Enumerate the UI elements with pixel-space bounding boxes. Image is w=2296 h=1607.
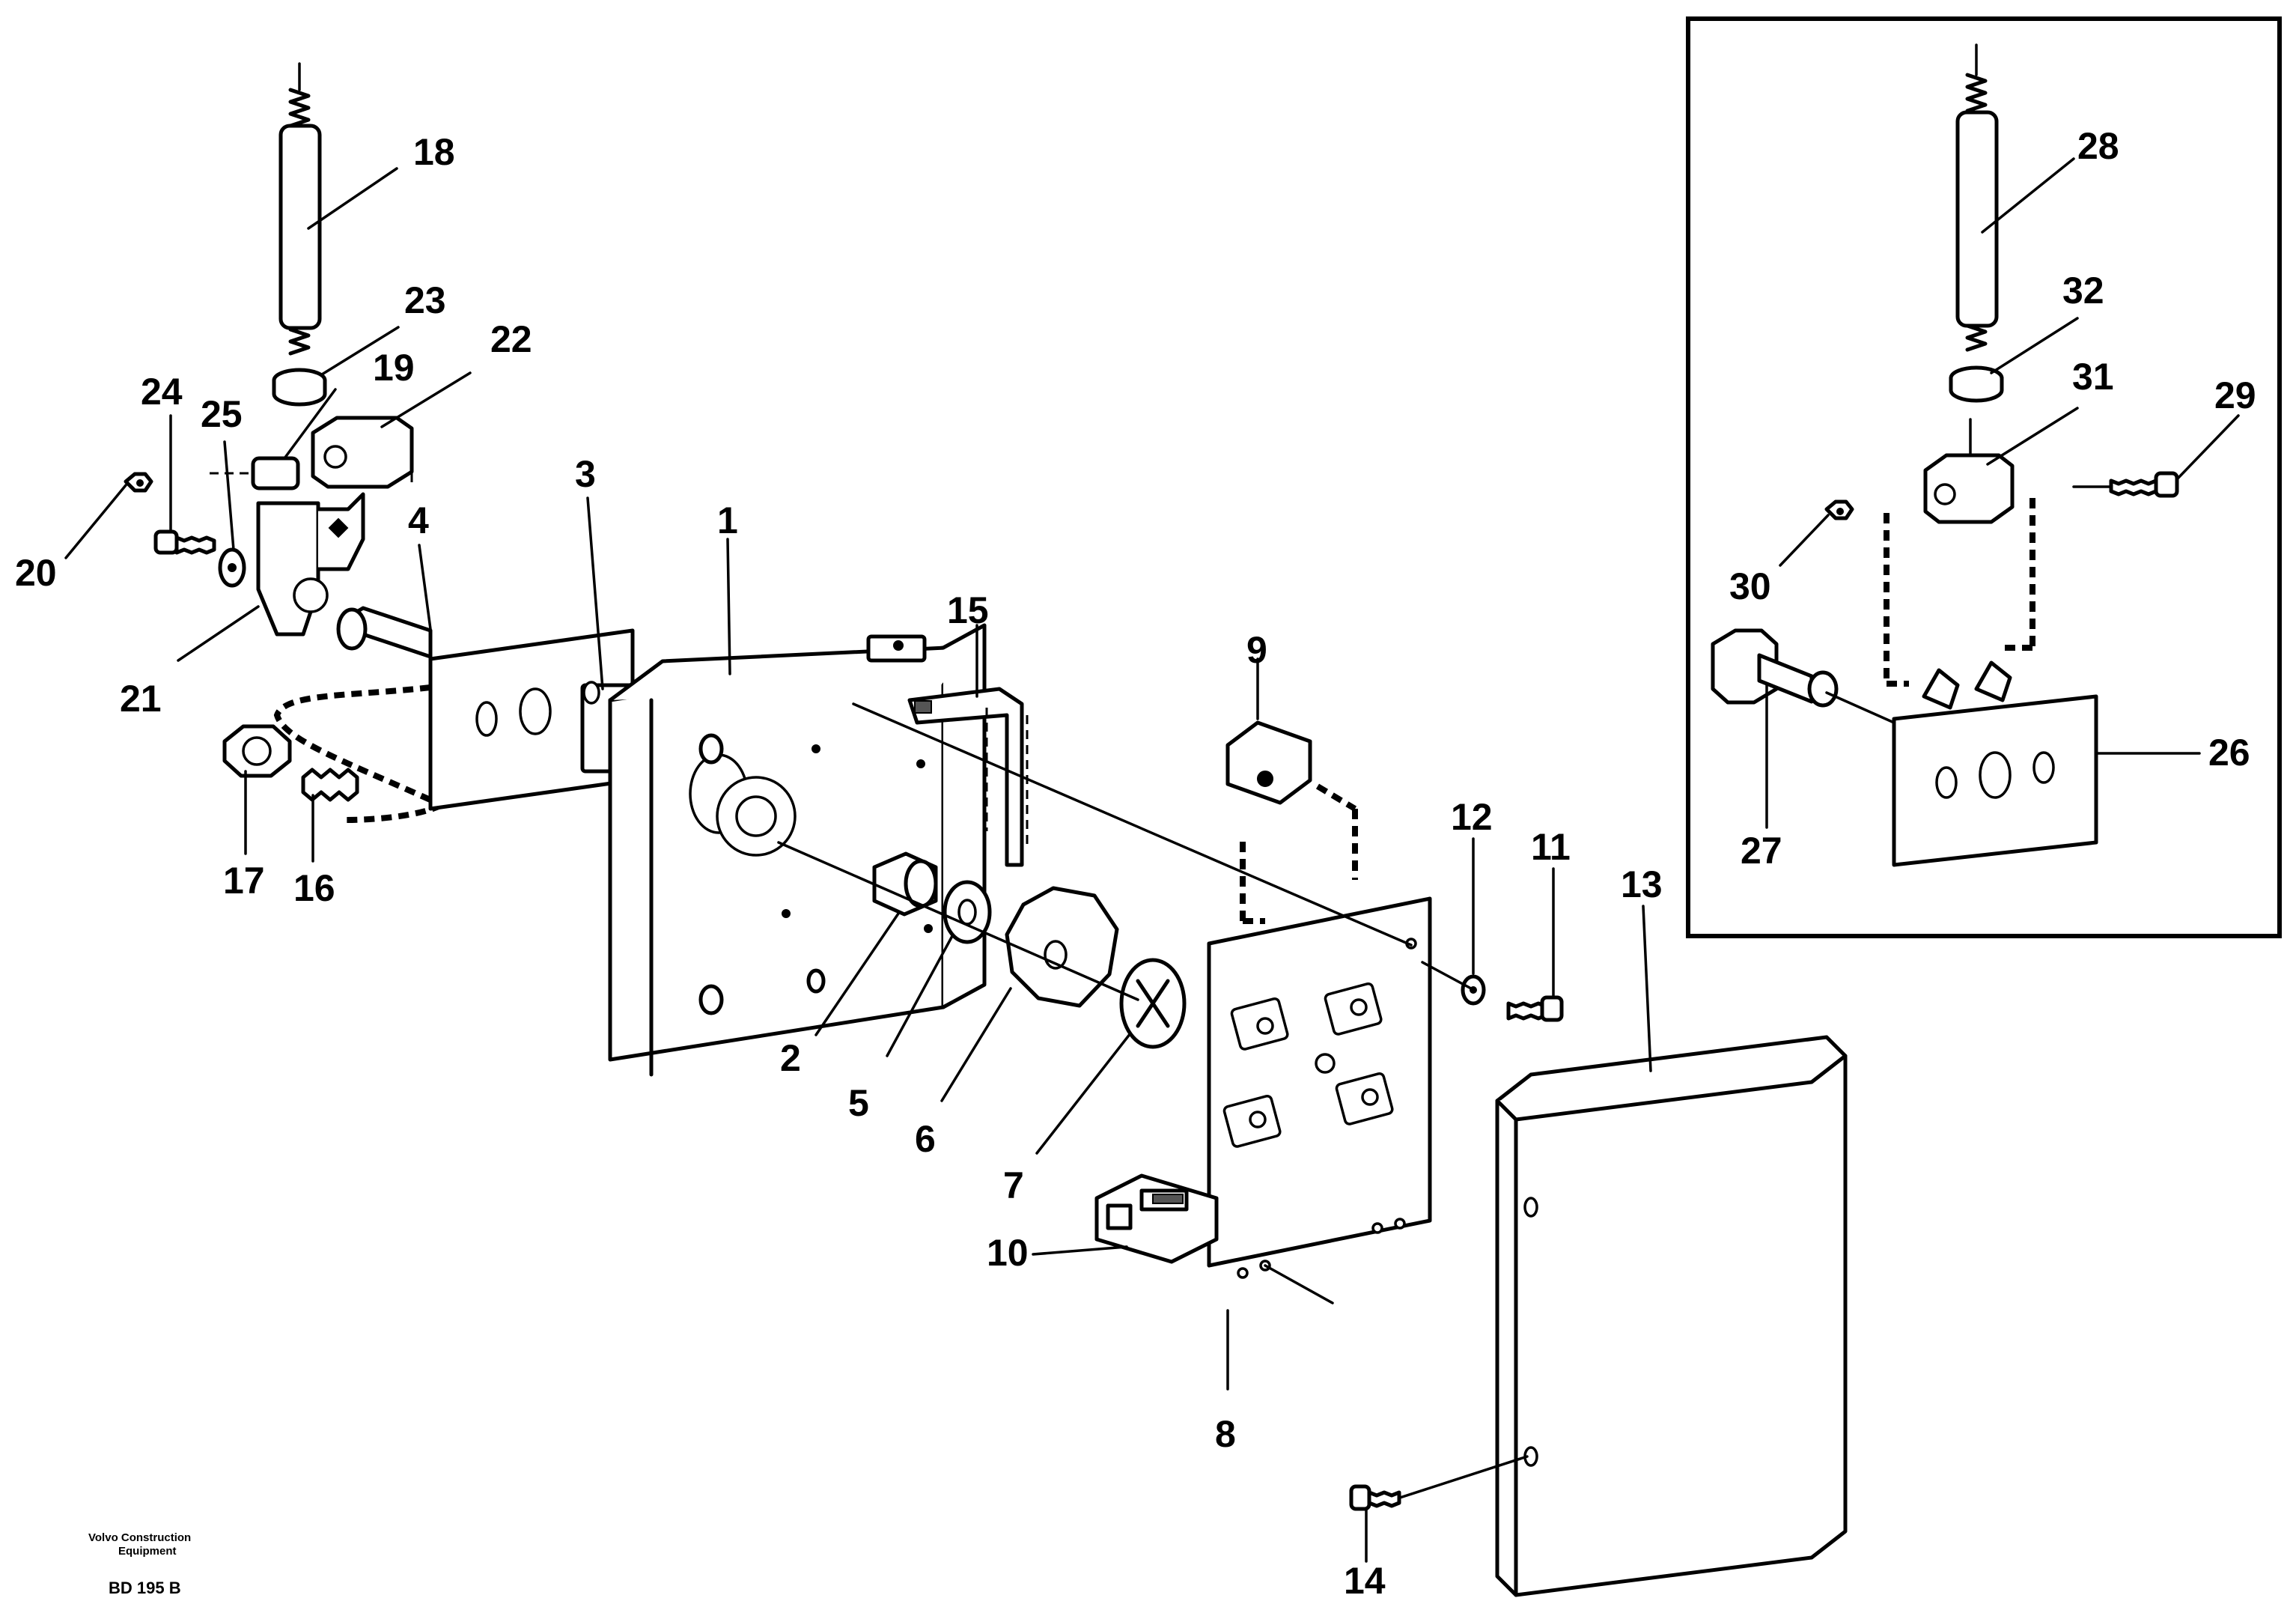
callout-5: 5 bbox=[848, 1082, 869, 1124]
callout-1: 1 bbox=[717, 499, 738, 541]
nut-part-32 bbox=[1949, 365, 2004, 403]
rod-part-28 bbox=[1955, 43, 1999, 352]
callout-8: 8 bbox=[1215, 1413, 1236, 1455]
brand-line-2: Equipment bbox=[118, 1545, 177, 1558]
nut-part-20 bbox=[124, 472, 153, 493]
cam-switch-a bbox=[1230, 997, 1289, 1051]
spacer-part-19 bbox=[210, 456, 300, 490]
leader-lines bbox=[64, 167, 1652, 1563]
detail-inset bbox=[1686, 16, 2282, 938]
plate-part-26 bbox=[1892, 660, 2098, 867]
callout-2: 2 bbox=[780, 1037, 801, 1079]
callout-18: 18 bbox=[413, 131, 455, 173]
shaft-part-4 bbox=[336, 606, 433, 659]
screw-part-14 bbox=[1349, 1484, 1401, 1511]
callout-20: 20 bbox=[15, 552, 57, 594]
cover-part-13 bbox=[1495, 1035, 1848, 1597]
callout-4: 4 bbox=[408, 499, 429, 541]
callout-32: 32 bbox=[2062, 270, 2104, 312]
drawing-code: BD 195 B bbox=[109, 1579, 181, 1597]
spring-part-16 bbox=[301, 768, 359, 802]
callout-labels: 1 2 3 4 5 6 7 8 9 10 11 12 13 14 15 16 1… bbox=[15, 125, 2256, 1602]
rod-part-18 bbox=[278, 62, 322, 356]
cam-part-6 bbox=[1005, 886, 1119, 1008]
footer: Volvo Construction Equipment BD 195 B bbox=[88, 1531, 191, 1597]
nut-part-30 bbox=[1824, 499, 1854, 520]
bolt-part-24 bbox=[153, 529, 216, 555]
callout-29: 29 bbox=[2214, 374, 2256, 416]
bushing-part-2 bbox=[872, 851, 938, 917]
callout-11: 11 bbox=[1531, 826, 1571, 868]
callout-26: 26 bbox=[2208, 732, 2250, 774]
circuit-plate-part-8 bbox=[1207, 835, 1432, 1279]
callout-12: 12 bbox=[1451, 796, 1493, 838]
washer-part-25 bbox=[218, 547, 246, 588]
callout-21: 21 bbox=[120, 678, 162, 720]
callout-7: 7 bbox=[1003, 1164, 1024, 1206]
callout-23: 23 bbox=[404, 279, 446, 321]
nut-part-17 bbox=[222, 724, 292, 778]
connector-block-part-22 bbox=[311, 416, 414, 489]
washer-part-5 bbox=[943, 880, 992, 944]
mounting-plate-part-3 bbox=[428, 628, 641, 811]
brand-line-1: Volvo Construction bbox=[88, 1531, 191, 1544]
callout-30: 30 bbox=[1729, 565, 1771, 607]
callout-27: 27 bbox=[1741, 830, 1782, 872]
callout-19: 19 bbox=[373, 347, 415, 389]
callout-24: 24 bbox=[141, 371, 183, 413]
washer-part-12 bbox=[1461, 974, 1486, 1006]
nut-part-23 bbox=[272, 368, 327, 407]
switch-part-9 bbox=[1225, 720, 1358, 880]
inset-dashed-frame bbox=[1884, 498, 2035, 687]
callout-22: 22 bbox=[490, 318, 532, 360]
callout-16: 16 bbox=[293, 867, 335, 909]
callout-31: 31 bbox=[2072, 356, 2114, 398]
cam-switch-c bbox=[1222, 1094, 1282, 1148]
callout-6: 6 bbox=[915, 1118, 936, 1160]
cam-switch-d bbox=[1335, 1072, 1394, 1125]
callout-10: 10 bbox=[987, 1232, 1029, 1274]
connector-block-part-31 bbox=[1923, 418, 2015, 524]
bolt-part-29 bbox=[2072, 471, 2179, 498]
cable-part bbox=[273, 684, 443, 823]
callout-3: 3 bbox=[575, 453, 596, 495]
callout-14: 14 bbox=[1344, 1560, 1386, 1602]
lock-disc-part-7 bbox=[1119, 958, 1187, 1049]
bracket-part-15 bbox=[907, 687, 1029, 867]
bolt-part-27 bbox=[1711, 628, 1839, 708]
callout-17: 17 bbox=[223, 860, 265, 902]
callout-25: 25 bbox=[201, 393, 243, 435]
cam-switch-b bbox=[1324, 982, 1383, 1036]
callout-9: 9 bbox=[1246, 629, 1267, 671]
callout-15: 15 bbox=[947, 589, 989, 631]
callout-13: 13 bbox=[1621, 863, 1663, 905]
connector-part-10 bbox=[1094, 1173, 1219, 1264]
bolt-part-11 bbox=[1506, 995, 1564, 1022]
clamp-bracket-part-21 bbox=[256, 492, 365, 637]
callout-28: 28 bbox=[2077, 125, 2119, 167]
